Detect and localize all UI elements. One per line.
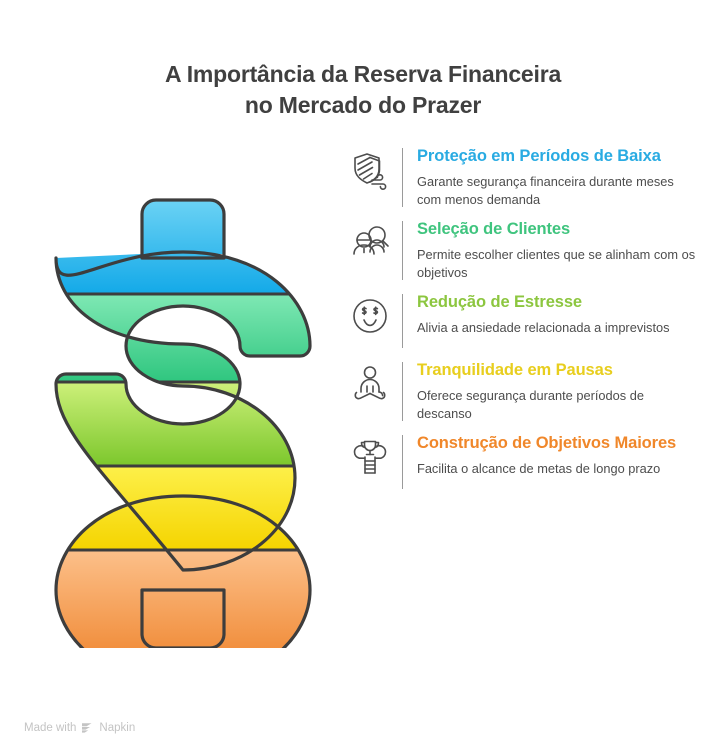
feature-heading: Redução de Estresse [417,293,583,311]
page-title: A Importância da Reserva Financeira no M… [0,59,726,121]
feature-text: Proteção em Períodos de Baixa Garante se… [417,146,704,209]
dollar-color-bands [56,200,310,648]
feature-description: Oferece segurança durante períodos de de… [417,388,644,421]
page-title-line-2: no Mercado do Prazer [244,92,482,119]
client-search-icon [344,219,396,263]
feature-divider [402,362,403,421]
feature-item-construcao: Construção de Objetivos Maiores Facilita… [344,433,704,491]
feature-item-protecao: Proteção em Períodos de Baixa Garante se… [344,146,704,209]
feature-text: Tranquilidade em Pausas Oferece seguranç… [417,360,704,423]
feature-text: Seleção de Clientes Permite escolher cli… [417,219,704,282]
watermark-prefix: Made with [24,721,77,734]
feature-heading: Tranquilidade em Pausas [417,361,613,379]
band-yellow [56,466,310,550]
feature-divider [402,294,403,348]
feature-description: Facilita o alcance de metas de longo pra… [417,461,661,476]
feature-item-reducao: Redução de Estresse Alivia a ansiedade r… [344,292,704,350]
feature-text: Construção de Objetivos Maiores Facilita… [417,433,704,478]
feature-text: Redução de Estresse Alivia a ansiedade r… [417,292,704,337]
band-blue [56,200,310,294]
meditation-icon [344,360,396,404]
feature-item-selecao: Seleção de Clientes Permite escolher cli… [344,219,704,282]
feature-divider [402,221,403,280]
feature-divider [402,148,403,207]
napkin-logo-icon [81,721,94,734]
dollar-outline [54,198,312,648]
feature-list: Proteção em Períodos de Baixa Garante se… [344,146,704,501]
feature-divider [402,435,403,489]
feature-description: Alivia a ansiedade relacionada a imprevi… [417,320,670,335]
feature-description: Garante segurança financeira durante mes… [417,174,674,207]
feature-heading: Seleção de Clientes [417,220,571,238]
dollar-sign-illustration [38,196,328,648]
page-title-line-1: A Importância da Reserva Financeira [164,61,562,88]
feature-heading: Proteção em Períodos de Baixa [417,147,661,165]
band-orange [56,550,310,648]
feature-item-tranquilidade: Tranquilidade em Pausas Oferece seguranç… [344,360,704,423]
watermark-brand: Napkin [99,721,136,734]
feature-description: Permite escolher clientes que se alinham… [417,247,696,280]
shield-wind-icon [344,146,396,190]
trophy-ladder-cloud-icon [344,433,396,477]
feature-heading: Construção de Objetivos Maiores [417,434,677,452]
money-smiley-icon [344,292,396,336]
watermark: Made with Napkin [24,721,135,734]
